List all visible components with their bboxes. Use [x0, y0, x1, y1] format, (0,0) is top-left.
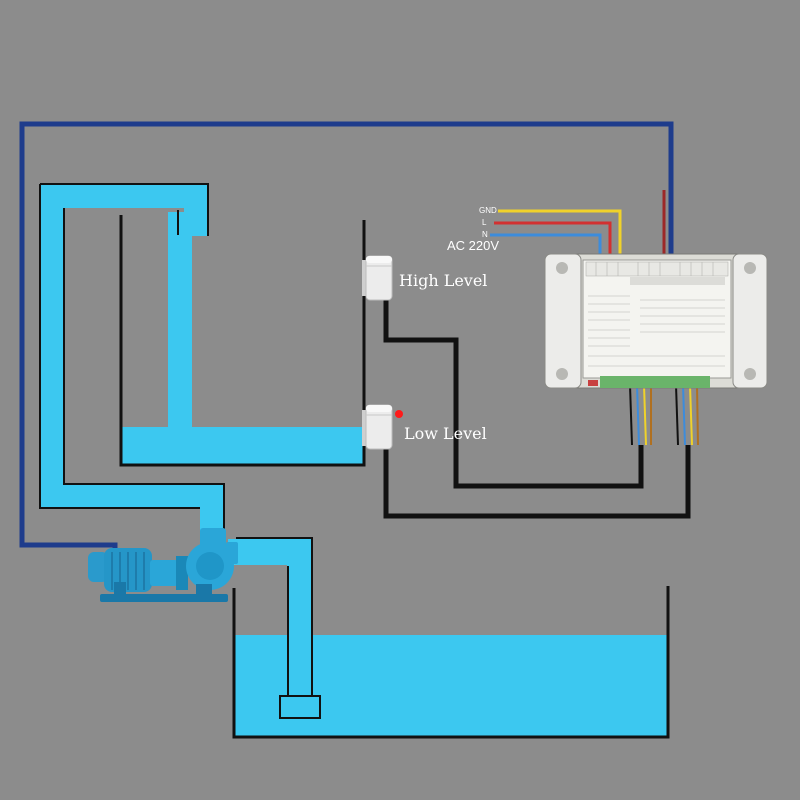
pump-motor-icon [88, 528, 238, 602]
l-label: L [482, 218, 487, 227]
wire-n [490, 233, 602, 262]
low-sensor-wire [383, 445, 691, 519]
low-level-sensor-icon [362, 404, 393, 450]
high-level-label: High Level [399, 271, 487, 290]
high-sensor-wire [383, 298, 644, 489]
upper-tank-water [121, 427, 363, 465]
suction-pipe-outline [236, 537, 313, 696]
output-wires-left [629, 384, 652, 446]
supply-pipe-outline-outer [39, 184, 200, 509]
red-indicator-icon [395, 410, 403, 418]
output-wires-right [675, 384, 699, 446]
upper-tank-walls [119, 215, 366, 467]
supply-pipe [40, 184, 224, 550]
suction-pipe [228, 539, 313, 704]
high-level-sensor-icon [362, 255, 393, 301]
supply-label: AC 220V [447, 238, 499, 253]
n-label: N [482, 230, 488, 239]
low-level-label: Low Level [404, 424, 487, 443]
controller-module-icon [544, 253, 768, 389]
lower-tank-walls [232, 586, 670, 739]
gnd-label: GND [479, 206, 497, 215]
suction-pipe-foot [279, 695, 321, 719]
wire-l [494, 221, 612, 262]
supply-pipe-outline-top [40, 183, 209, 236]
wire-gnd [498, 209, 622, 262]
supply-pipe-outline-inner [63, 208, 225, 530]
